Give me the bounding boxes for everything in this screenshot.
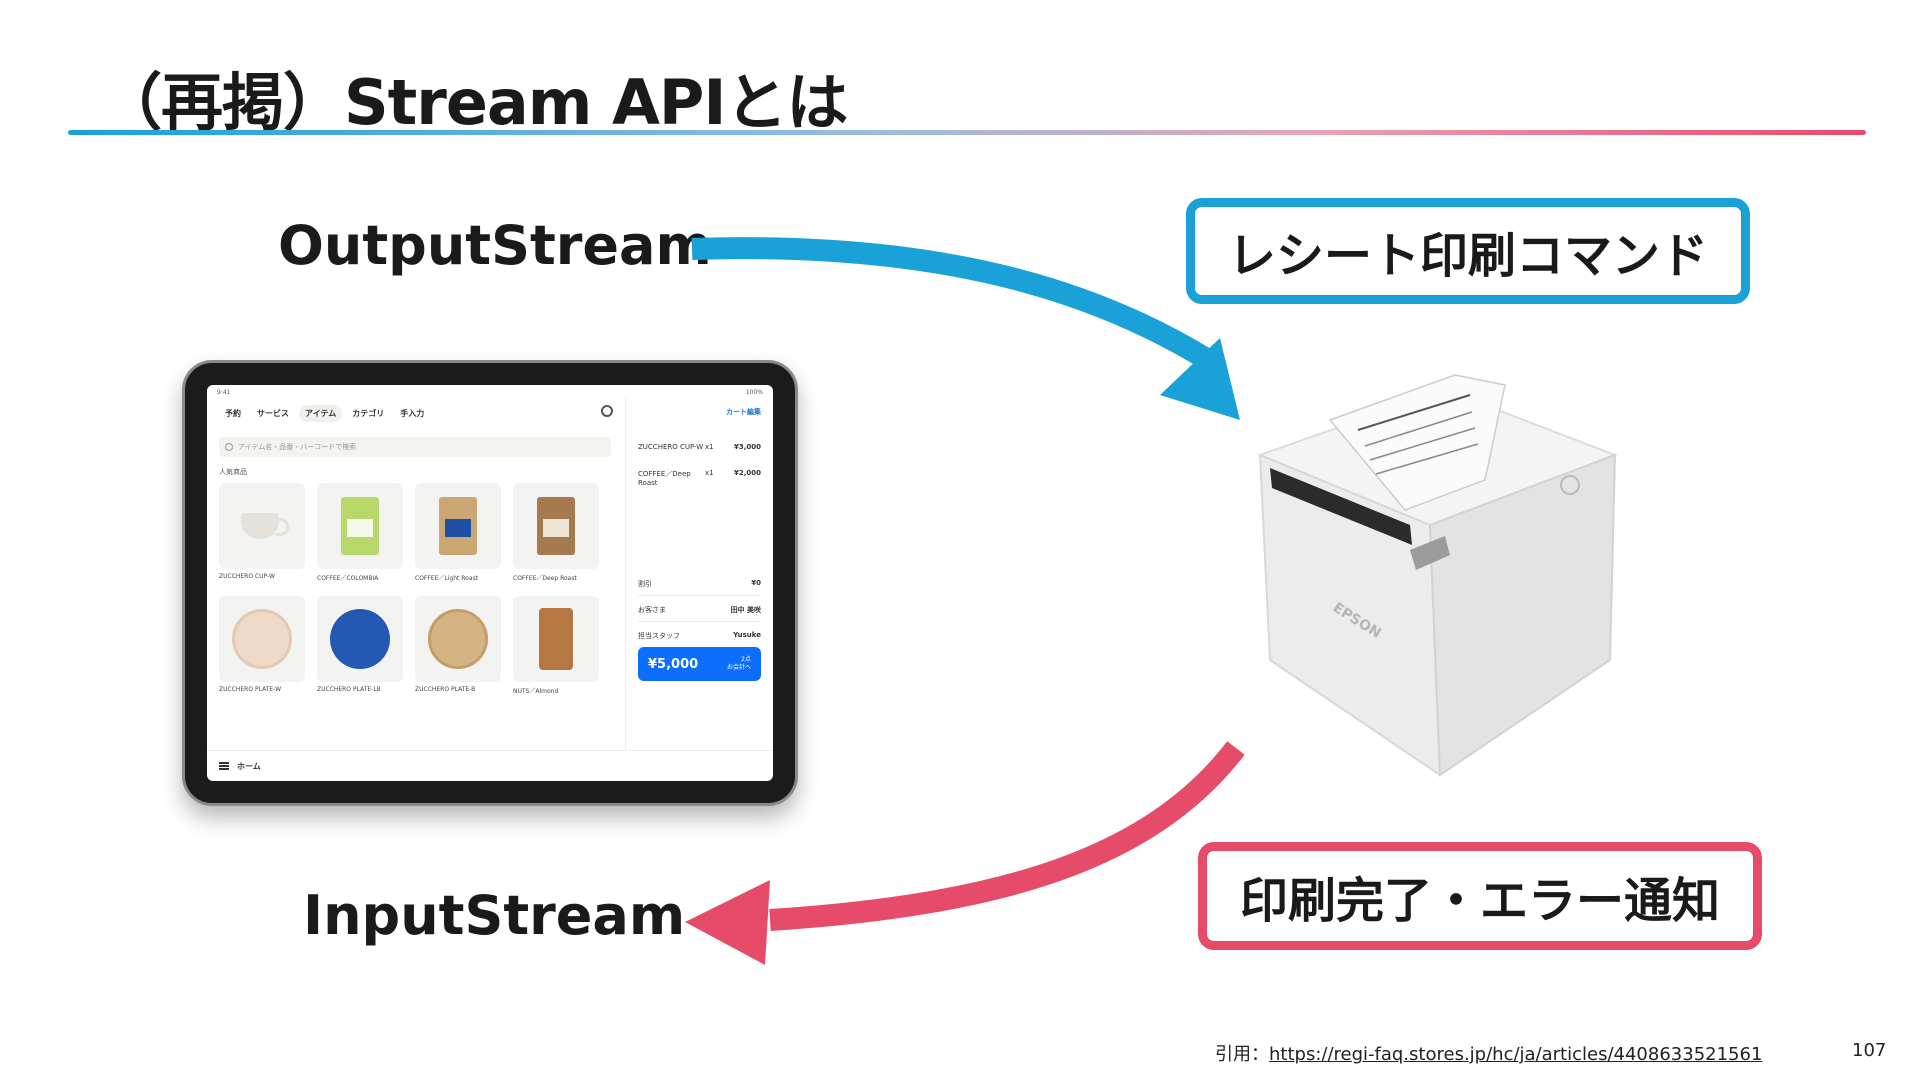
slide-title: （再掲）Stream APIとは <box>100 66 848 139</box>
item-name: NUTS／Almond <box>513 688 559 695</box>
item-name: ZUCCHERO CUP-W <box>219 573 275 580</box>
cart-pane: カート編集 ZUCCHERO CUP-W x1 ¥3,000 COFFEE／De… <box>625 397 773 751</box>
status-time: 9:41 <box>217 389 231 396</box>
input-arrow-shaft <box>769 741 1245 931</box>
customer-row[interactable]: お客さま 田中 美咲 <box>638 605 761 622</box>
item-name: ZUCCHERO PLATE-B <box>415 686 476 693</box>
input-stream-label: InputStream <box>303 884 686 947</box>
cart-item-qty: x1 <box>705 443 714 451</box>
customer-value: 田中 美咲 <box>730 606 761 614</box>
gear-icon[interactable] <box>601 405 613 417</box>
nuts-bag-icon <box>539 608 573 670</box>
item-card[interactable]: COFFEE／COLOMBIA <box>317 483 403 582</box>
tab-service[interactable]: サービス <box>257 409 289 418</box>
output-arrow-head <box>1160 338 1240 420</box>
item-card[interactable]: COFFEE／Deep Roast <box>513 483 599 582</box>
item-card[interactable]: ZUCCHERO PLATE-W <box>219 596 305 695</box>
tablet-status-bar: 9:41 100% <box>217 389 763 397</box>
cart-item-name: COFFEE／Deep Roast <box>638 470 691 487</box>
item-grid: ZUCCHERO CUP-W COFFEE／COLOMBIA COFFEE／Li… <box>219 483 613 695</box>
customer-label: お客さま <box>638 606 666 614</box>
item-card[interactable]: ZUCCHERO PLATE-B <box>415 596 501 695</box>
cup-icon <box>241 513 289 539</box>
menu-icon[interactable] <box>219 762 229 770</box>
item-card[interactable]: NUTS／Almond <box>513 596 599 695</box>
popular-items-label: 人気商品 <box>219 468 247 476</box>
item-name: ZUCCHERO PLATE-LB <box>317 686 381 693</box>
staff-value: Yusuke <box>733 631 761 639</box>
cart-line-item[interactable]: ZUCCHERO CUP-W x1 ¥3,000 <box>638 443 761 451</box>
tab-manual-entry[interactable]: 手入力 <box>400 409 425 418</box>
checkout-sub: 2点 お会計へ <box>727 656 751 672</box>
status-battery: 100% <box>745 389 763 396</box>
search-input[interactable]: アイテム名・品番・バーコードで検索 <box>219 437 611 457</box>
cart-item-price: ¥3,000 <box>733 443 761 451</box>
item-card[interactable]: ZUCCHERO PLATE-LB <box>317 596 403 695</box>
item-pane: 予約 サービス アイテム カテゴリ 手入力 アイテム名・品番・バーコードで検索 … <box>207 397 625 751</box>
discount-value: ¥0 <box>751 579 761 587</box>
cart-item-name: ZUCCHERO CUP-W <box>638 443 704 451</box>
staff-row[interactable]: 担当スタッフ Yusuke <box>638 631 761 648</box>
receipt-command-label: レシート印刷コマンド <box>1227 228 1708 284</box>
receipt-printer: EPSON <box>1240 360 1630 780</box>
search-placeholder: アイテム名・品番・バーコードで検索 <box>238 443 357 451</box>
receipt-command-box: レシート印刷コマンド <box>1186 198 1750 304</box>
bottom-bar: ホーム <box>207 750 773 781</box>
item-name: ZUCCHERO PLATE-W <box>219 686 282 693</box>
discount-row[interactable]: 割引 ¥0 <box>638 579 761 596</box>
input-arrow-head <box>685 880 770 965</box>
tablet-screen: 9:41 100% 予約 サービス アイテム カテゴリ 手入力 アイテム名・品番… <box>207 385 773 781</box>
staff-label: 担当スタッフ <box>638 632 680 640</box>
pos-tablet: 9:41 100% 予約 サービス アイテム カテゴリ 手入力 アイテム名・品番… <box>182 360 798 806</box>
receipt-printer-image: EPSON <box>1257 374 1618 777</box>
print-notification-label: 印刷完了・エラー通知 <box>1239 873 1720 929</box>
checkout-count: 2点 <box>741 656 751 663</box>
checkout-total: ¥5,000 <box>648 656 699 672</box>
home-label[interactable]: ホーム <box>237 761 261 771</box>
discount-label: 割引 <box>638 580 652 588</box>
cart-edit-button[interactable]: カート編集 <box>726 408 761 416</box>
plate-white-icon <box>232 609 292 669</box>
tab-item[interactable]: アイテム <box>299 405 343 422</box>
tab-reservation[interactable]: 予約 <box>225 409 241 418</box>
output-arrow-shaft <box>691 237 1214 370</box>
cart-item-qty: x1 <box>705 469 714 477</box>
item-name: COFFEE／COLOMBIA <box>317 575 379 582</box>
checkout-label: お会計へ <box>726 664 751 671</box>
item-name: COFFEE／Light Roast <box>415 575 479 582</box>
citation-link[interactable]: https://regi-faq.stores.jp/hc/ja/article… <box>1269 1044 1763 1065</box>
coffee-bag-blue-icon <box>439 497 477 555</box>
coffee-bag-brown-icon <box>537 497 575 555</box>
cart-item-price: ¥2,000 <box>733 469 761 477</box>
page-number: 107 <box>1852 1040 1887 1061</box>
checkout-button[interactable]: ¥5,000 2点 お会計へ <box>638 647 761 681</box>
plate-beige-icon <box>428 609 488 669</box>
category-tabs: 予約 サービス アイテム カテゴリ 手入力 <box>219 405 430 422</box>
print-notification-box: 印刷完了・エラー通知 <box>1198 842 1762 950</box>
item-card[interactable]: ZUCCHERO CUP-W <box>219 483 305 582</box>
title-divider <box>68 130 1866 135</box>
item-name: COFFEE／Deep Roast <box>513 575 577 582</box>
plate-blue-icon <box>330 609 390 669</box>
tab-category[interactable]: カテゴリ <box>352 409 385 418</box>
coffee-bag-green-icon <box>341 497 379 555</box>
search-icon <box>225 443 233 451</box>
output-stream-label: OutputStream <box>278 214 712 277</box>
citation: 引用：https://regi-faq.stores.jp/hc/ja/arti… <box>1215 1040 1762 1066</box>
item-card[interactable]: COFFEE／Light Roast <box>415 483 501 582</box>
citation-prefix: 引用： <box>1215 1044 1269 1065</box>
cart-line-item[interactable]: COFFEE／Deep Roast x1 ¥2,000 <box>638 469 761 487</box>
